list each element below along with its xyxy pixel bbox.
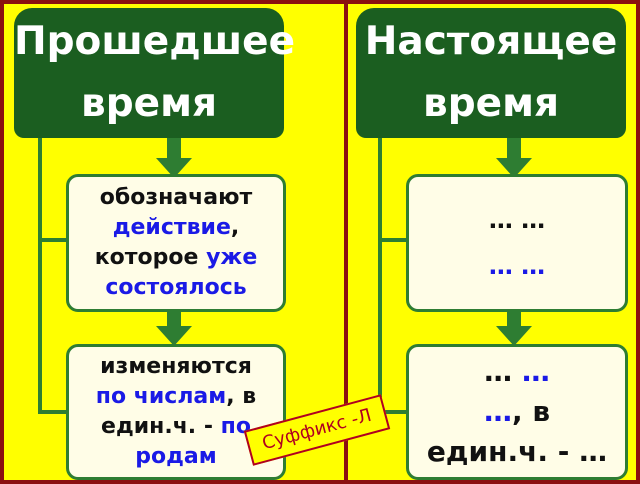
- left-box-meaning-highlight-2: уже: [206, 245, 258, 270]
- left-box-changes: изменяются по числам, в един.ч. - по род…: [66, 344, 286, 480]
- left-box-changes-highlight-1: по числам: [95, 384, 227, 409]
- right-bracket-branch-2: [378, 410, 408, 414]
- left-box-meaning-text-3: которое: [94, 245, 207, 270]
- column-divider: [344, 0, 348, 484]
- right-box-changes: … … …, в един.ч. - …: [406, 344, 628, 480]
- left-box-meaning: обозначают действие, которое уже состоял…: [66, 174, 286, 312]
- right-box-changes-rest: , в: [511, 395, 551, 428]
- left-box-changes-line4: родам: [135, 444, 217, 469]
- right-header-line1: Настоящее: [364, 19, 618, 64]
- right-box-changes-text-1: …: [484, 355, 522, 388]
- right-arrow-down-1: [496, 138, 532, 178]
- left-bracket-branch-1: [38, 238, 68, 242]
- right-arrow-down-2: [496, 310, 532, 346]
- left-header-line2: время: [81, 81, 217, 126]
- left-header-line1: Прошедшее: [14, 19, 296, 64]
- right-box-meaning-line1: … …: [488, 206, 546, 234]
- right-box-changes-line2: …, в: [409, 392, 625, 432]
- left-arrow-down-1: [156, 138, 192, 178]
- left-box-changes-line1: изменяются: [100, 354, 252, 379]
- right-header: Настоящее время: [356, 8, 626, 138]
- left-box-meaning-highlight-1: действие: [112, 215, 231, 240]
- left-box-changes-text-3: един.ч. -: [101, 414, 221, 439]
- right-header-line2: время: [423, 81, 559, 126]
- left-box-meaning-comma: ,: [230, 215, 240, 240]
- left-box-meaning-line1: обозначают: [99, 185, 253, 210]
- right-box-changes-line1: … …: [409, 352, 625, 392]
- left-box-meaning-line3: которое уже: [69, 243, 283, 273]
- left-box-changes-rest: , в: [226, 384, 257, 409]
- right-box-changes-highlight-2: …: [483, 395, 512, 428]
- left-bracket-vertical: [38, 138, 42, 414]
- right-box-meaning: … … … …: [406, 174, 628, 312]
- right-box-changes-line3: един.ч. - …: [426, 435, 608, 468]
- left-box-meaning-line4: состоялось: [105, 275, 247, 300]
- left-bracket-branch-2: [38, 410, 68, 414]
- right-bracket-vertical: [378, 138, 382, 414]
- right-box-meaning-line2: … …: [488, 252, 546, 280]
- left-box-changes-line2: по числам, в: [69, 382, 283, 412]
- left-header: Прошедшее время: [14, 8, 296, 138]
- left-box-meaning-line2: действие,: [69, 213, 283, 243]
- right-bracket-branch-1: [378, 238, 408, 242]
- left-arrow-down-2: [156, 310, 192, 346]
- right-box-changes-highlight-1: …: [521, 355, 550, 388]
